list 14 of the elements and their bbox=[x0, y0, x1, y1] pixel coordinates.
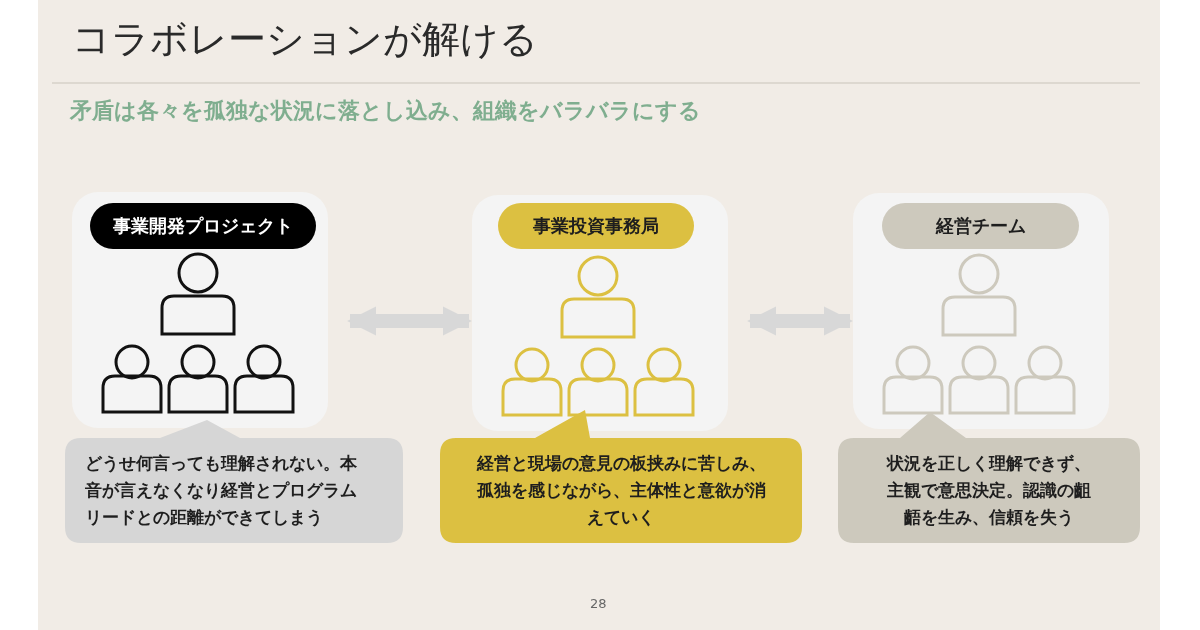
speech-bubble: どうせ何言っても理解されない。本音が言えなくなり経営とプログラムリードとの距離ができてしまう bbox=[65, 420, 403, 543]
team-name-pill: 事業投資事務局 bbox=[498, 203, 694, 249]
speech-bubble: 経営と現場の意見の板挟みに苦しみ、孤独を感じながら、主体性と意欲が消えていく bbox=[440, 410, 802, 543]
subtitle: 矛盾は各々を孤独な状況に落とし込み、組織をバラバラにする bbox=[70, 97, 701, 125]
team-name-pill: 事業開発プロジェクト bbox=[90, 203, 316, 249]
team-panel bbox=[853, 193, 1109, 429]
speech-bubble: 状況を正しく理解できず、主観で意思決定。認識の齟齬を生み、信頼を失う bbox=[838, 412, 1140, 543]
double-arrow bbox=[747, 306, 853, 336]
team-panel bbox=[472, 195, 728, 431]
page-number: 28 bbox=[590, 596, 607, 611]
team-name-pill: 経営チーム bbox=[882, 203, 1079, 249]
double-arrow bbox=[347, 306, 472, 336]
team-panel bbox=[72, 192, 328, 428]
slide-title: コラボレーションが解ける bbox=[72, 16, 538, 63]
